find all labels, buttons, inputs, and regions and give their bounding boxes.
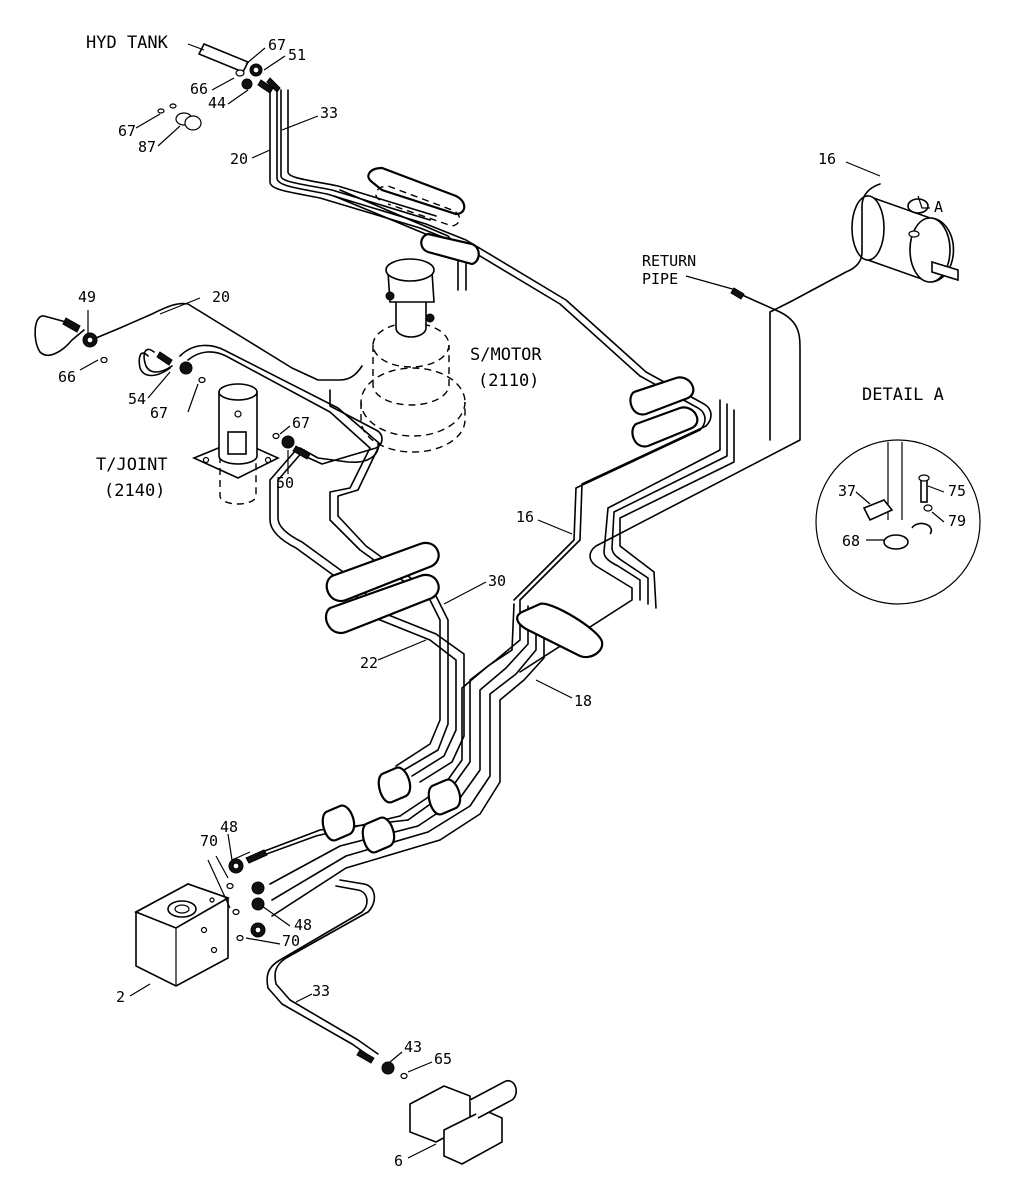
callout-33-top: 33 bbox=[320, 104, 338, 122]
callout-70-bot: 70 bbox=[282, 932, 300, 950]
callout-37: 37 bbox=[838, 482, 856, 500]
callout-49: 49 bbox=[78, 288, 96, 306]
callout-33-bot: 33 bbox=[312, 982, 330, 1000]
label-detail-a: DETAIL A bbox=[862, 385, 944, 405]
text-labels: HYD TANK 67 51 66 44 67 87 33 20 16 A RE… bbox=[58, 33, 966, 1170]
swing-motor bbox=[360, 258, 466, 453]
callout-18: 18 bbox=[574, 692, 592, 710]
callout-75: 75 bbox=[948, 482, 966, 500]
hydraulic-pump bbox=[134, 883, 230, 987]
pipe-network bbox=[34, 89, 881, 1059]
callout-22: 22 bbox=[360, 654, 378, 672]
leader-lines bbox=[79, 43, 945, 1159]
callout-67-tj: 67 bbox=[292, 414, 310, 432]
callout-67-left: 67 bbox=[118, 122, 136, 140]
label-s-motor-2: (2110) bbox=[478, 371, 539, 391]
label-hyd-tank: HYD TANK bbox=[86, 33, 169, 53]
label-t-joint-1: T/JOINT bbox=[96, 455, 168, 475]
callout-20-mid: 20 bbox=[212, 288, 230, 306]
callout-2: 2 bbox=[116, 988, 125, 1006]
callout-65: 65 bbox=[434, 1050, 452, 1068]
callout-87: 87 bbox=[138, 138, 156, 156]
callout-67-top: 67 bbox=[268, 36, 286, 54]
valve-block bbox=[409, 1079, 517, 1165]
label-t-joint-2: (2140) bbox=[104, 481, 165, 501]
callout-6: 6 bbox=[394, 1152, 403, 1170]
callout-79: 79 bbox=[948, 512, 966, 530]
detail-a-inset bbox=[815, 439, 981, 605]
callout-48-bot: 48 bbox=[294, 916, 312, 934]
fittings bbox=[62, 287, 745, 1080]
pipe-clamps bbox=[321, 166, 699, 854]
callout-30: 30 bbox=[488, 572, 506, 590]
label-return-pipe-1: RETURN bbox=[642, 252, 696, 270]
callout-48-top: 48 bbox=[220, 818, 238, 836]
callout-16-top: 16 bbox=[818, 150, 836, 168]
callout-44: 44 bbox=[208, 94, 226, 112]
label-return-pipe-2: PIPE bbox=[642, 270, 678, 288]
callout-54: 54 bbox=[128, 390, 146, 408]
label-s-motor-1: S/MOTOR bbox=[470, 345, 542, 365]
callout-43: 43 bbox=[404, 1038, 422, 1056]
hyd-tank-connection bbox=[157, 42, 281, 131]
callout-16-mid: 16 bbox=[516, 508, 534, 526]
callout-67-mid: 67 bbox=[150, 404, 168, 422]
callout-50: 50 bbox=[276, 474, 294, 492]
label-detail-marker: A bbox=[934, 198, 943, 216]
callout-66-mid: 66 bbox=[58, 368, 76, 386]
callout-51: 51 bbox=[288, 46, 306, 64]
turning-joint bbox=[191, 383, 280, 505]
callout-70-top: 70 bbox=[200, 832, 218, 850]
callout-66-top: 66 bbox=[190, 80, 208, 98]
swing-cylinder bbox=[851, 194, 959, 283]
callout-68: 68 bbox=[842, 532, 860, 550]
callout-20-top: 20 bbox=[230, 150, 248, 168]
